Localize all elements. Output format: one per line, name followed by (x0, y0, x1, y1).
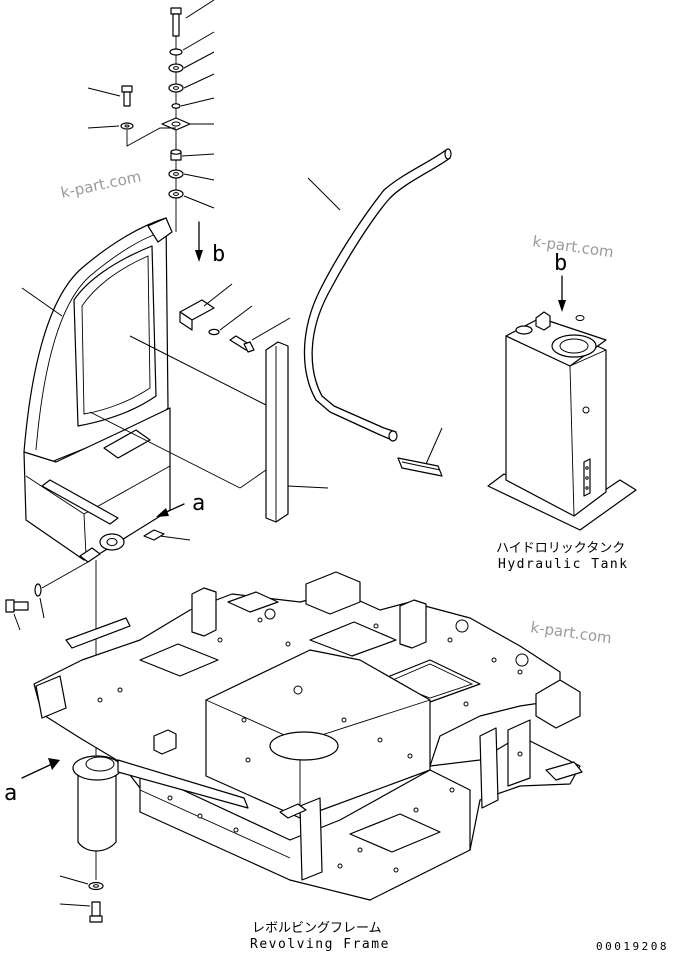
hydraulic-tank-en: Hydraulic Tank (498, 557, 629, 572)
watermark-4: k-part.com (529, 618, 612, 647)
ref-b-label: b (212, 242, 225, 267)
ref-a-label-lower: a (4, 781, 17, 806)
small-strip (397, 427, 443, 477)
curved-seal (303, 148, 452, 442)
side-cover (21, 217, 269, 563)
side-bolt (87, 85, 176, 147)
watermark-2: k-part.com (531, 232, 614, 261)
frame-holes (97, 608, 529, 873)
hydraulic-tank: b ハイドロリックタンク Hydraulic Tank (487, 251, 637, 572)
hydraulic-tank-jp: ハイドロリックタンク (496, 541, 625, 556)
revolving-frame: a レボルビングフレーム Revolving Frame (4, 571, 583, 952)
seal-strip (89, 341, 329, 523)
arrow-b-cab: b (195, 221, 225, 267)
revolving-frame-en: Revolving Frame (250, 937, 390, 952)
ref-b-label-tank: b (554, 251, 567, 276)
mount-bracket (179, 283, 291, 353)
arrow-a-upper: a (156, 491, 205, 517)
watermark-1: k-part.com (59, 167, 143, 202)
clip-part (143, 529, 191, 541)
drawing-number: 00019208 (596, 940, 669, 953)
lower-left-bolt (5, 561, 89, 631)
top-bolt-stack (161, 0, 215, 232)
ref-a-label-upper: a (192, 491, 205, 516)
revolving-frame-jp: レボルビングフレーム (252, 921, 382, 936)
